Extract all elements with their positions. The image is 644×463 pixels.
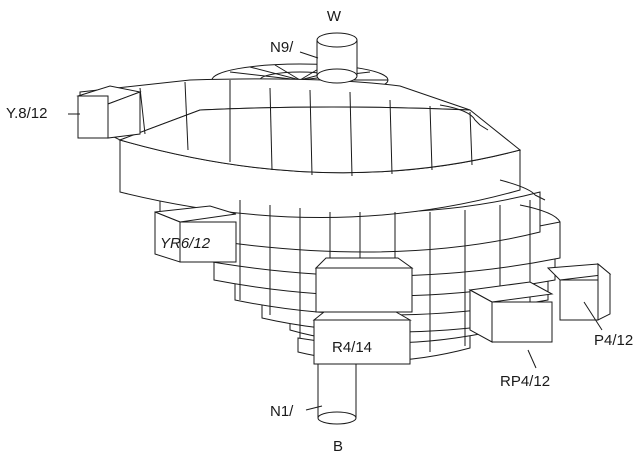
label-red-purple: RP4/12 <box>500 373 550 390</box>
leader-top-neutral <box>300 52 318 58</box>
purple-chip-block <box>548 264 610 320</box>
leader-red-purple <box>528 350 536 368</box>
bottom-axis-cylinder <box>318 360 356 424</box>
yellow-chip-block <box>78 86 140 138</box>
top-axis-cylinder <box>317 33 357 83</box>
label-n1: N1/ <box>270 403 294 420</box>
label-n9: N9/ <box>270 39 294 56</box>
label-red: R4/14 <box>332 339 372 356</box>
label-yellow-red: YR6/12 <box>160 235 211 252</box>
yellow-red-chip-block <box>155 206 236 262</box>
label-yellow: Y.8/12 <box>6 105 47 122</box>
label-purple: P4/12 <box>594 332 633 349</box>
label-white: W <box>327 8 342 25</box>
red-purple-chip-block <box>470 282 552 342</box>
label-black: B <box>333 438 343 455</box>
